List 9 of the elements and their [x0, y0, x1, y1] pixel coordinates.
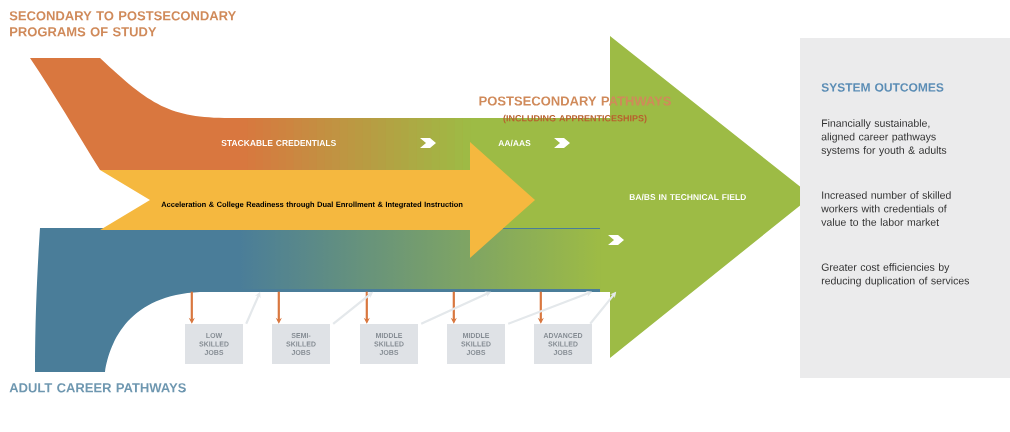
band-label: BA/BS IN TECHNICAL FIELD: [629, 193, 746, 201]
outcome-text: Financially sustainable, aligned career pathways systems for youth & adults: [821, 119, 947, 156]
heading: SECONDARY TO POSTSECONDARY PROGRAMS OF STUDY: [9, 11, 237, 37]
band-label: AA/AAS: [498, 139, 531, 147]
outcome-text: Greater cost efficiencies by reducing duplication of services: [821, 263, 969, 287]
outcome-text: Increased number of skilled workers with credentials of value to the labor market: [821, 191, 951, 226]
heading: ADULT CAREER PATHWAYS: [9, 383, 186, 393]
heading: SYSTEM OUTCOMES: [821, 83, 944, 92]
band-label: STACKABLE CREDENTIALS: [221, 140, 336, 146]
